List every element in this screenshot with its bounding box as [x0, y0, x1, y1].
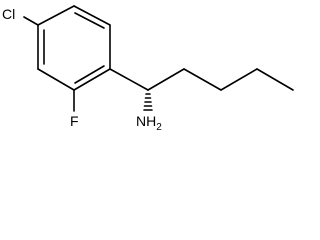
ring-bond-top-left: [37, 5, 75, 26]
bond-ring-to-chiral-center: [109, 68, 149, 91]
benzene-ring: [37, 5, 111, 91]
bond-ring-to-chlorine: [23, 16, 39, 26]
ring-bond-bottom-left: [37, 68, 75, 91]
chain-bond-4: [256, 68, 294, 91]
molecule-structure-diagram: Cl F NH2: [2, 5, 294, 133]
fluorine-label: F: [70, 113, 79, 129]
chain-bond-1: [147, 68, 185, 91]
amine-label: NH2: [136, 113, 162, 133]
chain-bond-3: [220, 68, 258, 91]
amine-subscript: 2: [156, 122, 162, 133]
chlorine-label: Cl: [2, 6, 15, 22]
chain-bond-2: [183, 68, 222, 91]
butyl-chain: [147, 68, 294, 91]
amine-prefix: NH: [136, 113, 156, 129]
ring-double-bond-inner-bottom: [74, 65, 105, 84]
ring-double-bond-inner-top: [74, 12, 105, 29]
ring-bond-bottom-right: [73, 68, 111, 91]
hashed-wedge-bond: [143, 93, 153, 111]
ring-bond-top-right: [73, 5, 111, 26]
